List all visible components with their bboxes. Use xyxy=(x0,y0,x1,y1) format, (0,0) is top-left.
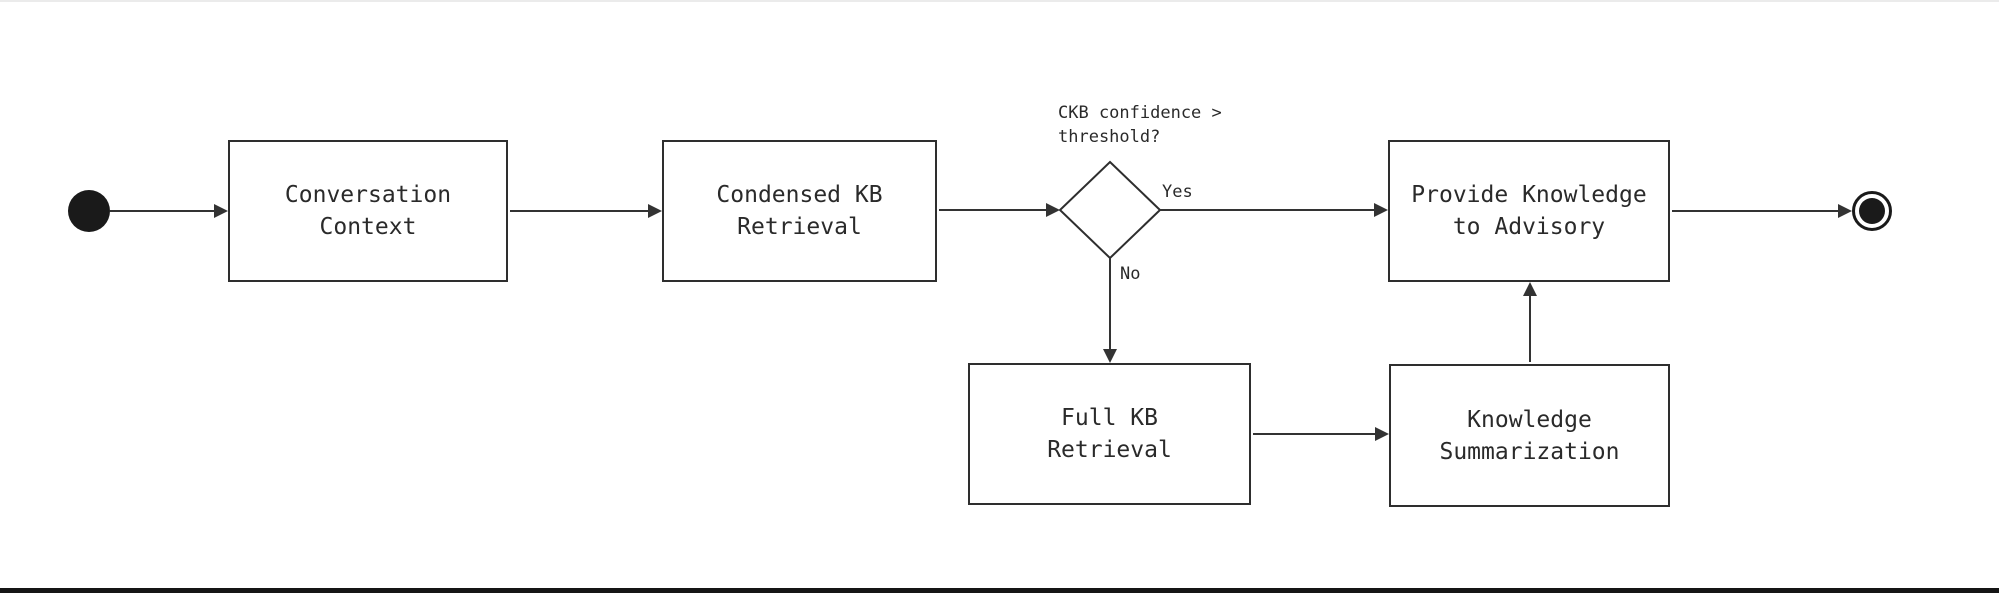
node-knowledge-summarization-label: Knowledge Summarization xyxy=(1439,406,1620,465)
node-condensed-kb-retrieval: Condensed KB Retrieval xyxy=(662,140,937,282)
node-condensed-kb-retrieval-label: Condensed KB Retrieval xyxy=(716,182,883,240)
node-provide-knowledge-to-advisory: Provide Knowledge to Advisory xyxy=(1388,140,1670,282)
top-divider xyxy=(0,0,1999,2)
edge-label-no: No xyxy=(1120,264,1141,284)
final-node xyxy=(1852,191,1892,231)
arrow-full-kb-to-knowledge-summarization xyxy=(1253,427,1389,441)
arrow-decision-yes-to-provide-knowledge xyxy=(1160,203,1388,217)
initial-node xyxy=(68,190,110,232)
arrow-knowledge-summarization-to-provide-knowledge xyxy=(1523,282,1537,362)
node-conversation-context: Conversation Context xyxy=(228,140,508,282)
node-full-kb-retrieval: Full KB Retrieval xyxy=(968,363,1251,505)
arrow-decision-no-to-full-kb xyxy=(1103,258,1117,363)
node-provide-knowledge-to-advisory-label: Provide Knowledge to Advisory xyxy=(1411,182,1647,240)
arrow-condensed-kb-to-decision xyxy=(939,203,1060,217)
arrow-conversation-context-to-condensed-kb xyxy=(510,204,662,218)
node-conversation-context-label: Conversation Context xyxy=(284,182,452,240)
edge-label-yes: Yes xyxy=(1162,182,1193,202)
arrow-start-to-conversation-context xyxy=(110,204,228,218)
decision-condition-label: CKB confidence > threshold? xyxy=(1058,103,1222,147)
decision-diamond xyxy=(1058,160,1162,260)
bottom-divider xyxy=(0,588,1999,593)
node-knowledge-summarization: Knowledge Summarization xyxy=(1389,364,1670,507)
node-full-kb-retrieval-label: Full KB Retrieval xyxy=(1047,405,1172,463)
arrow-provide-knowledge-to-end xyxy=(1672,204,1852,218)
